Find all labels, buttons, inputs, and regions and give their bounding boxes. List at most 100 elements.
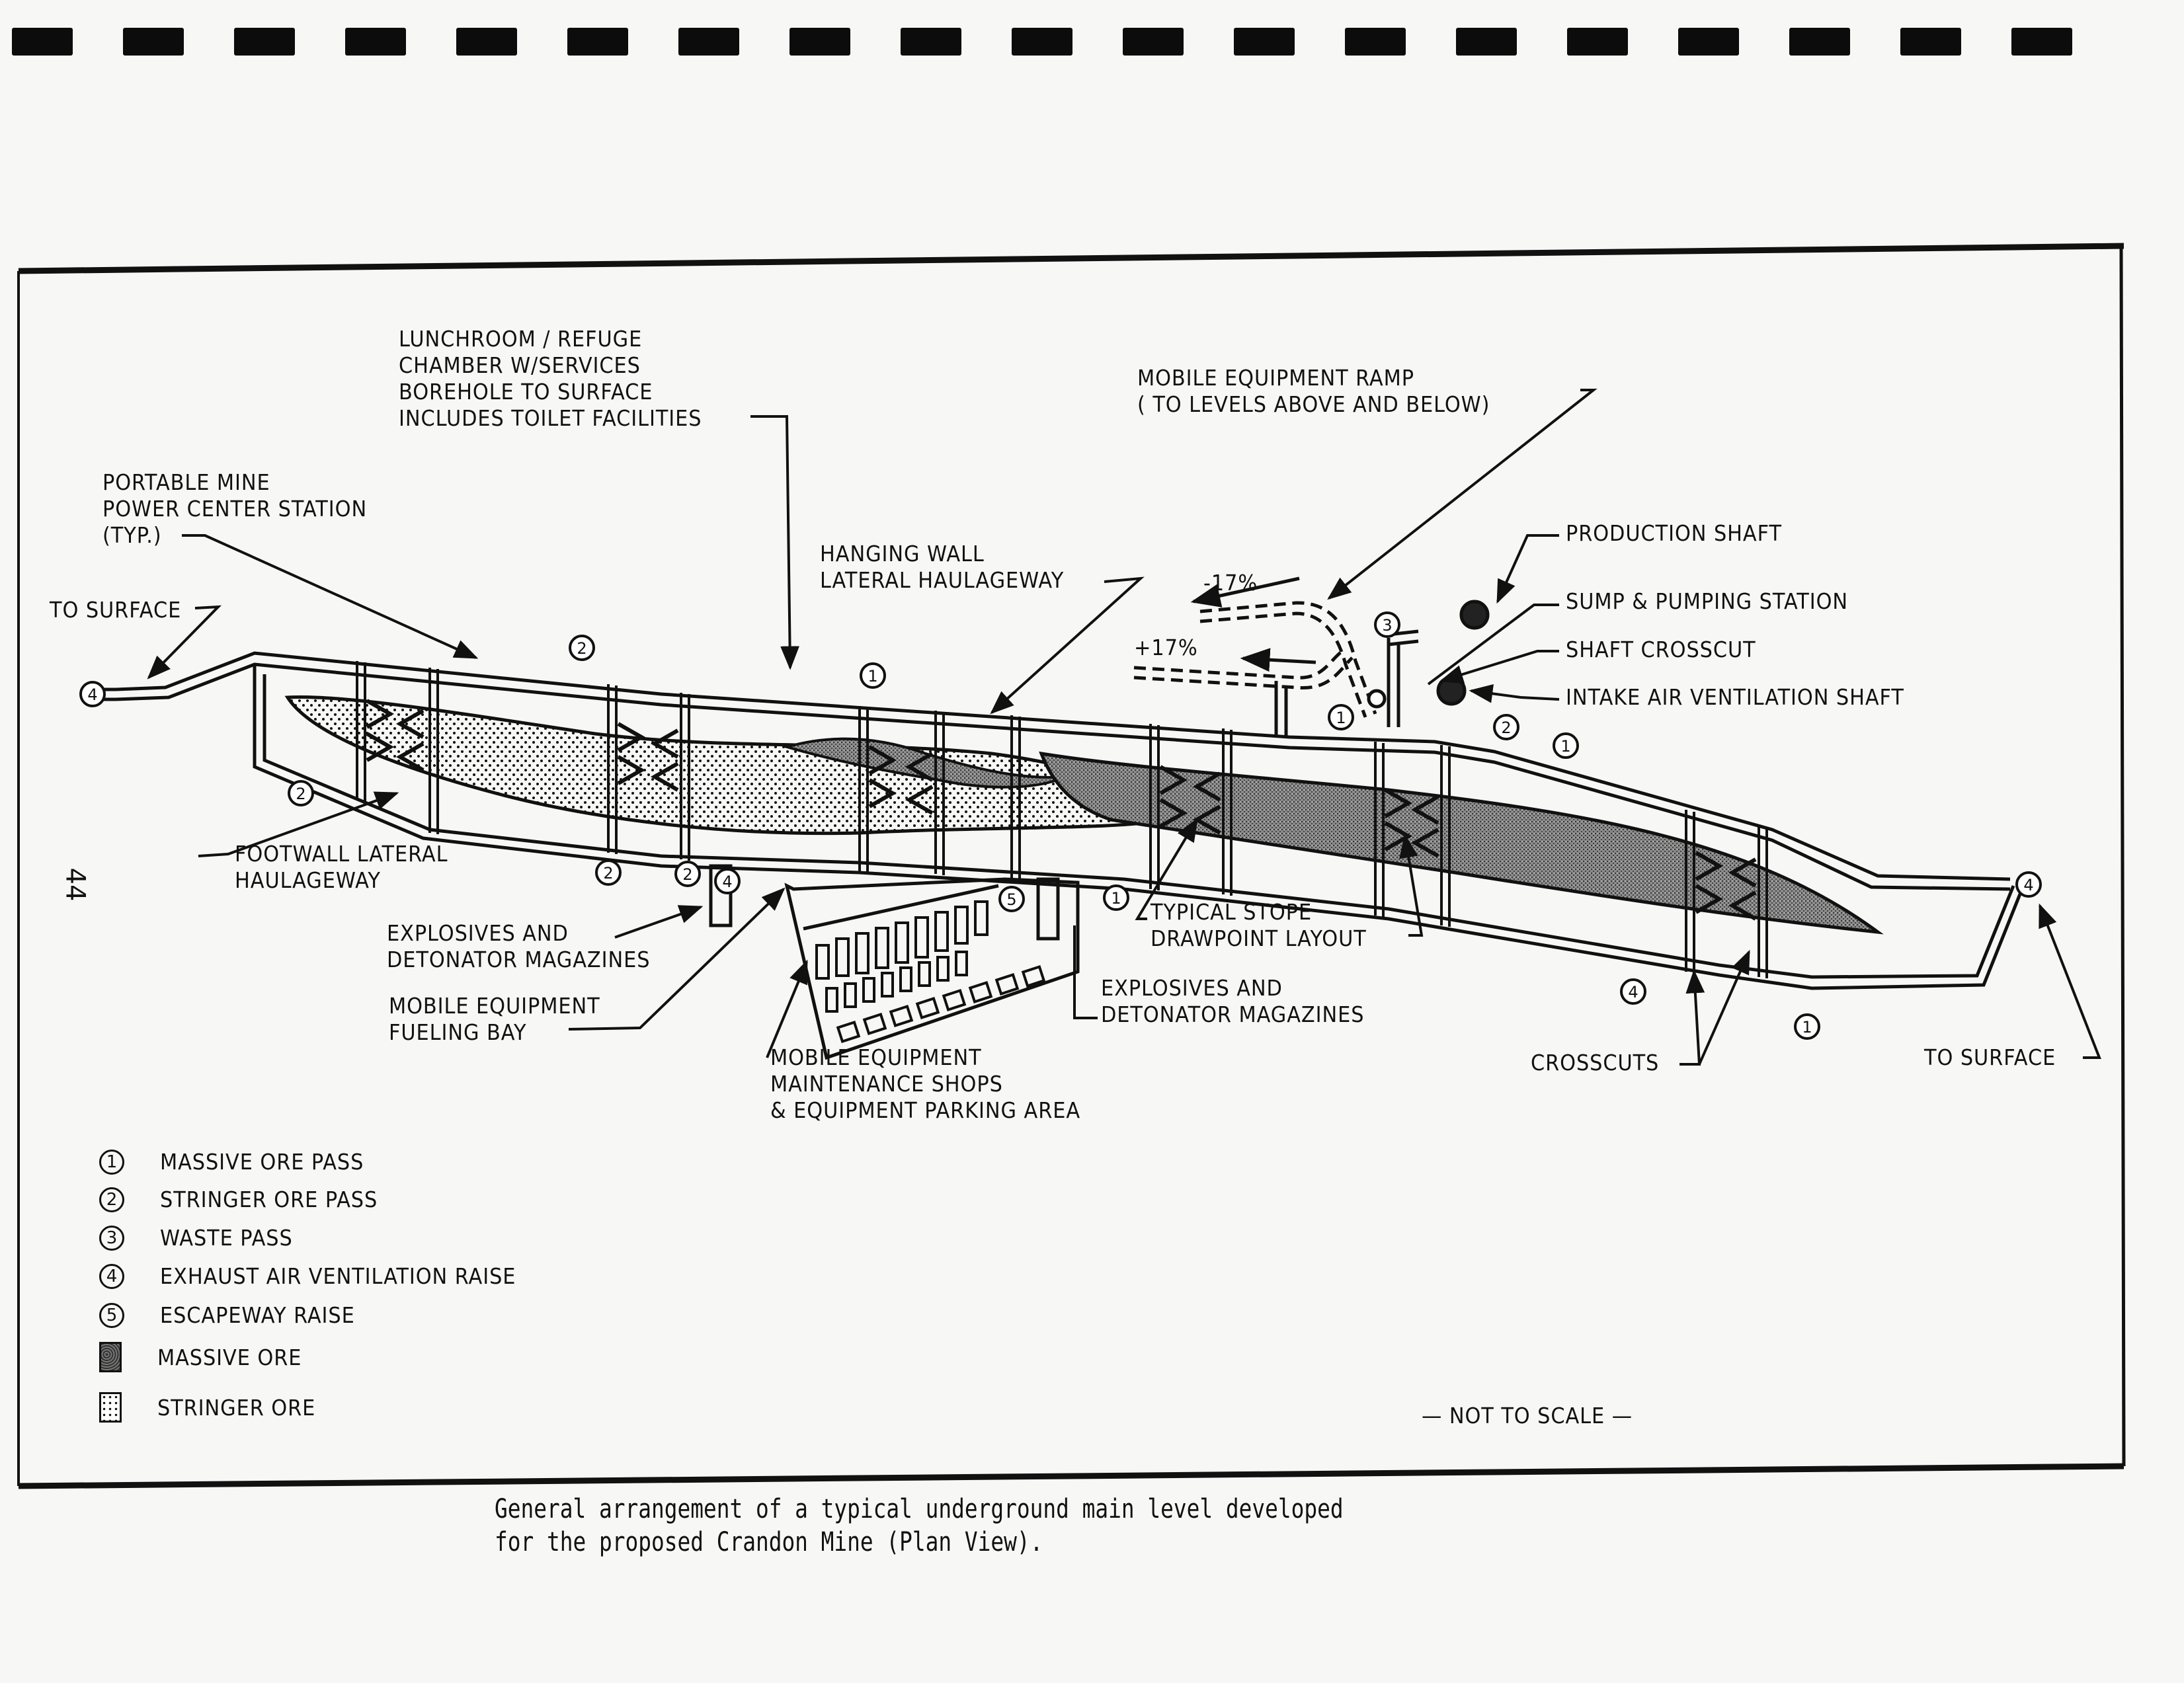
callout-lunchroom: LUNCHROOM / REFUGE CHAMBER W/SERVICES BO…: [399, 326, 702, 431]
stringer-ore-swatch: [99, 1392, 122, 1423]
marker-massive-ore-pass: 1: [1553, 732, 1579, 759]
svg-text:2: 2: [1501, 719, 1511, 737]
legend-symbol: 5: [99, 1302, 124, 1328]
callout-hanging-wall-haulageway: HANGING WALL LATERAL HAULAGEWAY: [820, 541, 1065, 593]
ramp-upper: [1199, 601, 1377, 715]
svg-text:2: 2: [682, 865, 692, 884]
punch-hole: [2011, 28, 2072, 56]
stope-drawpoints: [366, 699, 1757, 921]
ramp-and-shafts: [1133, 600, 1490, 737]
punch-hole: [567, 28, 628, 56]
maintenance-shop-area: [709, 864, 1080, 1060]
callout-intake-air-shaft: INTAKE AIR VENTILATION SHAFT: [1566, 684, 1904, 710]
svg-text:1: 1: [1802, 1018, 1812, 1037]
stringer-ore-zone: [284, 695, 1166, 836]
callout-sump-pumping-station: SUMP & PUMPING STATION: [1566, 588, 1849, 614]
grade-arrows: [1190, 576, 1316, 672]
grade-down-label: -17%: [1203, 570, 1258, 596]
svg-text:2: 2: [577, 639, 586, 658]
crosscuts: [356, 661, 1768, 978]
callout-mobile-equipment-ramp: MOBILE EQUIPMENT RAMP ( TO LEVELS ABOVE …: [1137, 365, 1490, 417]
production-shaft-icon: [1459, 600, 1490, 630]
legend-item: MASSIVE ORE: [99, 1342, 314, 1372]
legend-item: 4 EXHAUST AIR VENTILATION RAISE: [99, 1263, 547, 1289]
marker-massive-ore-pass: 1: [860, 662, 886, 689]
legend-label: STRINGER ORE: [157, 1394, 316, 1421]
callout-maintenance-shops: MOBILE EQUIPMENT MAINTENANCE SHOPS & EQU…: [770, 1044, 1081, 1123]
callout-footwall-haulageway: FOOTWALL LATERAL HAULAGEWAY: [235, 841, 448, 893]
pass-markers: 4 2 2 1 2 2 4 5 1 3 1 2 1 4 1 4: [79, 611, 2042, 1040]
legend-symbol: 1: [99, 1149, 124, 1175]
legend-label: MASSIVE ORE: [157, 1344, 302, 1370]
marker-waste-pass: 3: [1374, 611, 1400, 638]
marker-stringer-ore-pass: 2: [595, 859, 622, 886]
not-to-scale-note: — NOT TO SCALE —: [1422, 1403, 1633, 1429]
marker-escapeway-raise: 5: [998, 886, 1025, 912]
punch-hole: [234, 28, 295, 56]
svg-text:2: 2: [296, 785, 305, 803]
punch-hole: [12, 28, 73, 56]
massive-ore-swatch: [99, 1342, 122, 1372]
callout-shaft-crosscut: SHAFT CROSSCUT: [1566, 637, 1756, 662]
legend-label: MASSIVE ORE PASS: [160, 1149, 364, 1175]
legend-symbol: 3: [99, 1225, 124, 1251]
marker-exhaust-raise: 4: [1620, 978, 1646, 1005]
massive-ore-zone: [1039, 751, 1884, 935]
callout-power-center: PORTABLE MINE POWER CENTER STATION (TYP.…: [102, 469, 368, 548]
punch-hole: [1012, 28, 1072, 56]
leader-lines: [147, 389, 2101, 1066]
legend-item: 5 ESCAPEWAY RAISE: [99, 1302, 372, 1328]
marker-massive-ore-pass: 1: [1794, 1013, 1820, 1040]
legend-item: 1 MASSIVE ORE PASS: [99, 1149, 382, 1175]
sump-icon: [1367, 689, 1387, 709]
marker-exhaust-raise: 4: [2015, 871, 2042, 898]
grade-up-label: +17%: [1134, 635, 1198, 660]
legend-label: EXHAUST AIR VENTILATION RAISE: [160, 1263, 516, 1289]
legend-item: 2 STRINGER ORE PASS: [99, 1187, 397, 1212]
grade-up-arrow: [1240, 648, 1316, 672]
marker-exhaust-raise: 4: [714, 868, 741, 894]
callout-to-surface-left: TO SURFACE: [50, 597, 182, 623]
svg-text:5: 5: [1006, 890, 1016, 909]
grade-down-arrow: [1190, 576, 1300, 607]
legend-symbol: 2: [99, 1187, 124, 1212]
marker-massive-ore-pass: 1: [1328, 704, 1354, 730]
marker-massive-ore-pass: 1: [1103, 884, 1129, 911]
punch-hole: [456, 28, 517, 56]
punch-hole: [1678, 28, 1739, 56]
punch-hole: [1900, 28, 1961, 56]
callout-stope-drawpoint-layout: TYPICAL STOPE DRAWPOINT LAYOUT: [1151, 899, 1367, 951]
legend-label: ESCAPEWAY RAISE: [160, 1302, 355, 1328]
punch-hole: [1123, 28, 1184, 56]
callout-production-shaft: PRODUCTION SHAFT: [1566, 520, 1782, 546]
punch-hole: [1345, 28, 1406, 56]
legend-item: 3 WASTE PASS: [99, 1225, 304, 1251]
punch-hole: [1234, 28, 1295, 56]
legend-symbol: 4: [99, 1263, 124, 1289]
svg-text:4: 4: [2023, 876, 2033, 894]
marker-stringer-ore-pass: 2: [288, 780, 314, 806]
legend-label: WASTE PASS: [160, 1225, 293, 1251]
svg-text:1: 1: [1560, 737, 1570, 756]
legend-item: STRINGER ORE: [99, 1392, 329, 1423]
svg-text:4: 4: [87, 685, 97, 704]
callout-to-surface-right: TO SURFACE: [1924, 1044, 2056, 1070]
svg-text:1: 1: [868, 667, 877, 685]
svg-text:1: 1: [1111, 889, 1121, 908]
figure-caption: General arrangement of a typical undergr…: [495, 1494, 1344, 1557]
punch-hole: [1789, 28, 1850, 56]
marker-stringer-ore-pass: 2: [674, 861, 701, 887]
punch-hole: [345, 28, 406, 56]
svg-text:4: 4: [1628, 983, 1638, 1001]
punch-hole: [1567, 28, 1628, 56]
punch-hole: [1456, 28, 1517, 56]
punch-hole: [123, 28, 184, 56]
page-number: 44: [60, 867, 91, 902]
marker-stringer-ore-pass: 2: [1493, 714, 1519, 740]
svg-text:4: 4: [722, 873, 732, 891]
diagram-frame: [17, 243, 2126, 1489]
svg-text:1: 1: [1336, 709, 1346, 727]
punch-hole: [678, 28, 739, 56]
svg-text:3: 3: [1382, 616, 1392, 635]
